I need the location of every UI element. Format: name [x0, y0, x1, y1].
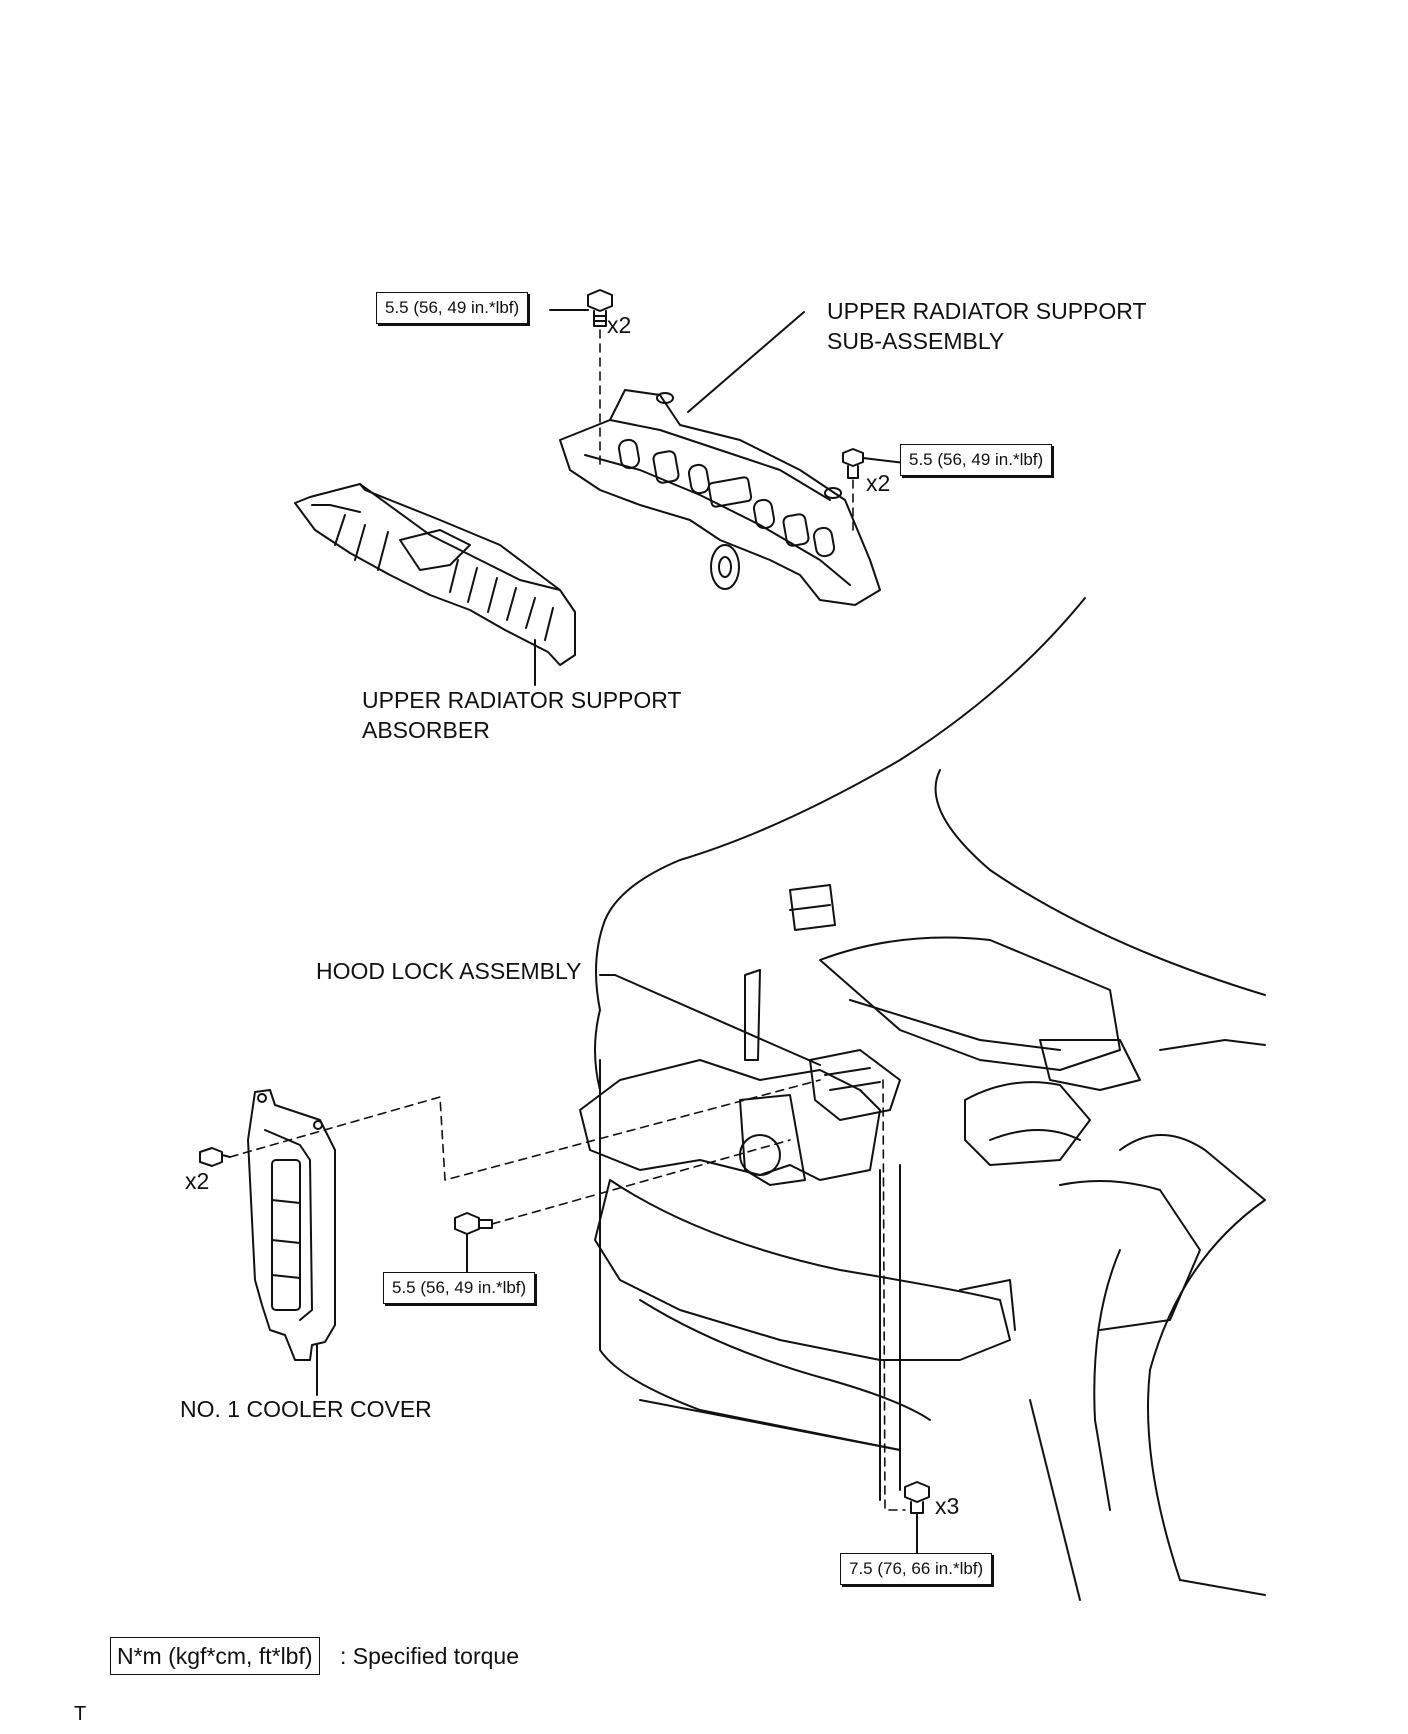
absorber-label-line2: ABSORBER: [362, 717, 490, 743]
upper-radiator-support-label-line2: SUB-ASSEMBLY: [827, 328, 1005, 354]
cooler-cover-drawing: [247, 1089, 336, 1361]
upper-radiator-support-label-line1: UPPER RADIATOR SUPPORT: [827, 298, 1147, 324]
bolt-upper-right-drawing: [842, 448, 864, 479]
torque-box-hood-lock: 5.5 (56, 49 in.*lbf): [383, 1272, 536, 1304]
quantity-cooler-clips: x2: [185, 1168, 210, 1194]
bolt-upper-left-drawing: [587, 289, 613, 327]
absorber-label-line1: UPPER RADIATOR SUPPORT: [362, 687, 682, 713]
torque-box-lower: 7.5 (76, 66 in.*lbf): [840, 1553, 993, 1585]
bolt-hood-lock-drawing: [454, 1212, 493, 1235]
horn-drawing: [710, 544, 740, 590]
torque-box-upper-right: 5.5 (56, 49 in.*lbf): [900, 444, 1053, 476]
quantity-upper-left: x2: [607, 312, 632, 338]
cooler-cover-label: NO. 1 COOLER COVER: [180, 1396, 432, 1422]
vehicle-front-drawing: [579, 597, 1266, 1601]
torque-box-upper-left: 5.5 (56, 49 in.*lbf): [376, 292, 529, 324]
clip-cooler-drawing: [199, 1147, 231, 1167]
upper-radiator-support-drawing: [559, 389, 881, 606]
absorber-drawing: [294, 483, 576, 666]
corner-mark: T: [74, 1703, 87, 1725]
quantity-upper-right: x2: [866, 470, 891, 496]
bolt-lower-drawing: [904, 1481, 930, 1514]
quantity-lower-bolts: x3: [935, 1493, 960, 1519]
hood-lock-drawing: [809, 1049, 901, 1121]
hood-lock-label: HOOD LOCK ASSEMBLY: [316, 958, 582, 984]
legend-description: : Specified torque: [340, 1643, 520, 1669]
legend-unit-box: N*m (kgf*cm, ft*lbf): [110, 1637, 320, 1675]
